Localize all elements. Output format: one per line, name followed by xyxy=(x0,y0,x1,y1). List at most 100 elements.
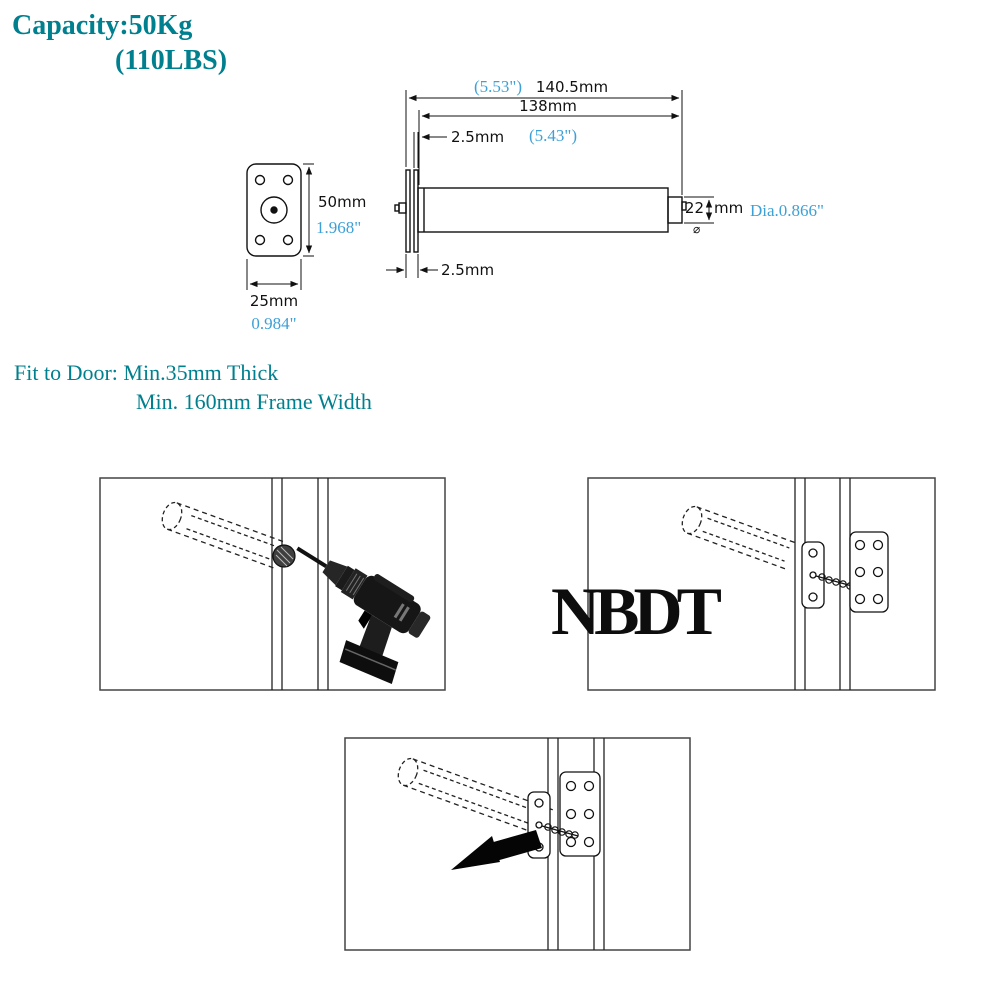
screw-hole xyxy=(872,593,884,605)
screw-hole xyxy=(583,836,595,848)
screw-hole xyxy=(565,808,577,820)
dim-tube-diameter: 22 mm ⌀ Dia.0.866" xyxy=(684,196,824,236)
tube-outline xyxy=(412,758,554,811)
dim-body-length: 138mm (5.43") xyxy=(418,97,680,185)
chain-link xyxy=(839,580,847,588)
overall-mm-label: 140.5mm xyxy=(536,78,608,96)
center-pin xyxy=(270,206,278,214)
plate-outline xyxy=(849,531,889,613)
inner-rod xyxy=(423,769,545,815)
tube-outline xyxy=(166,528,276,570)
tube-dia-mm-unit: mm xyxy=(714,199,743,217)
pin-collar xyxy=(398,202,407,214)
hidden-closer-tube xyxy=(161,501,286,570)
chain-link xyxy=(544,823,552,831)
screw-hole xyxy=(808,548,818,558)
screw-hole xyxy=(854,593,866,605)
tube-outline xyxy=(402,784,545,838)
chain-link xyxy=(832,578,840,586)
screw-hole xyxy=(254,174,266,186)
chain xyxy=(815,573,854,590)
plate-height-mm-label: 50mm xyxy=(318,193,366,211)
vent-slot xyxy=(393,603,405,619)
tube-dia-inch-label: Dia.0.866" xyxy=(750,201,824,220)
inner-rod xyxy=(707,517,790,549)
chain-link xyxy=(571,831,579,839)
tube-dia-mm-value: 22 xyxy=(685,199,704,217)
tube-outline xyxy=(696,506,799,545)
mounting-plate-front-view xyxy=(246,163,302,257)
chain-link xyxy=(551,826,559,834)
chain-anchor-hole xyxy=(809,571,817,579)
pull-direction-arrow xyxy=(451,830,542,870)
door-closer-side-view xyxy=(394,169,687,253)
dim-overall-length: (5.53") 140.5mm xyxy=(405,77,683,195)
arrow-head xyxy=(451,836,500,870)
clutch-tick xyxy=(345,573,358,592)
fit-line2: Min. 160mm Frame Width xyxy=(136,389,372,415)
plate-width-mm-label: 25mm xyxy=(250,292,298,310)
arrow-shaft xyxy=(490,830,542,861)
screw-hole xyxy=(282,174,294,186)
flange-top-label: 2.5mm xyxy=(451,128,504,146)
flange-bottom-label: 2.5mm xyxy=(441,261,494,279)
screw-hole xyxy=(854,566,866,578)
chain-link xyxy=(818,573,826,581)
dim-flange-bottom: 2.5mm xyxy=(386,254,494,279)
flange-plate xyxy=(405,169,411,253)
screw-hole xyxy=(565,780,577,792)
battery-seam xyxy=(344,648,397,671)
inner-rod xyxy=(702,530,785,562)
plug-body xyxy=(272,544,296,568)
door-edge-lines xyxy=(271,478,329,690)
screw-hole xyxy=(534,798,544,808)
rear-cap xyxy=(408,611,431,638)
screw-hole xyxy=(565,836,577,848)
hidden-closer-tube xyxy=(681,505,799,571)
panel-border xyxy=(344,737,691,951)
fit-line1: Fit to Door: Min.35mm Thick xyxy=(14,360,279,385)
plug-hatch xyxy=(275,554,288,567)
closer-tube-body xyxy=(417,187,669,233)
tube-end-ellipse xyxy=(681,505,703,535)
screw-hole xyxy=(583,808,595,820)
brand-logo-text: NBDT xyxy=(551,573,722,649)
drill-handle xyxy=(357,614,392,660)
tube-end-ellipse xyxy=(161,501,183,531)
install-panel-release xyxy=(344,737,691,951)
screw-hole xyxy=(808,592,818,602)
plate-outline xyxy=(246,163,302,257)
inner-rod xyxy=(186,528,270,560)
chain-anchor-hole xyxy=(535,821,543,829)
drill-body xyxy=(353,575,421,634)
clutch-ring xyxy=(340,568,368,600)
frame-mounting-plate xyxy=(849,531,889,613)
overall-inch-label: (5.53") xyxy=(474,77,522,96)
plate-outline xyxy=(559,771,601,857)
plate-outline xyxy=(801,541,825,609)
center-boss xyxy=(260,196,288,224)
chain-link xyxy=(825,576,833,584)
end-nub xyxy=(681,201,687,211)
screw-hole xyxy=(583,780,595,792)
tube-end-ellipse xyxy=(397,757,419,787)
plug-hatch xyxy=(276,549,291,564)
install-panel-mounted xyxy=(587,477,936,691)
trigger xyxy=(358,610,373,629)
panel-border xyxy=(587,477,936,691)
plate-width-inch-label: 0.984" xyxy=(251,314,296,333)
drill-chuck xyxy=(322,560,348,586)
door-edge-plate xyxy=(801,541,825,609)
diameter-symbol: ⌀ xyxy=(693,222,700,236)
technical-drawing: 50mm 1.968" 25mm 0.984" xyxy=(246,77,824,333)
capacity-title: Capacity:50Kg (110LBS) xyxy=(12,8,227,78)
frame-mounting-plate xyxy=(559,771,601,857)
chain xyxy=(541,823,579,839)
screw-hole xyxy=(872,566,884,578)
vent-slot xyxy=(398,606,410,622)
plug-hatch xyxy=(280,546,294,560)
clutch-tick xyxy=(352,577,365,596)
drill-top-strip xyxy=(373,574,415,603)
battery-pack xyxy=(339,640,399,685)
